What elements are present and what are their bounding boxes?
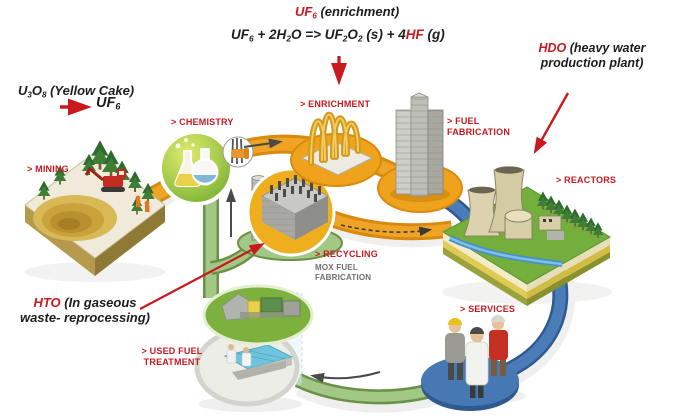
excavator-icon <box>84 166 150 212</box>
services-illustration <box>421 315 519 411</box>
used-fuel-treatment-illustration <box>194 284 314 407</box>
annotation-arrows <box>60 56 570 310</box>
label-recycling: > RECYCLING <box>315 249 378 259</box>
arrow-services-to-used-fuel <box>310 371 381 383</box>
fuel-plant-tower-icon <box>395 92 444 197</box>
fuel-fabrication-illustration <box>377 92 463 213</box>
arrow-chemistry-to-enrichment <box>243 138 283 149</box>
arrow-hdo-to-reactors <box>533 92 570 155</box>
green-path-services-to-used-fuel <box>294 373 439 405</box>
reactors-illustration <box>441 166 611 306</box>
fuel-rod-hand-icon <box>222 136 254 168</box>
arrow-hto-to-recycling <box>139 242 265 310</box>
label-services: > SERVICES <box>460 304 516 314</box>
label-chemistry: > CHEMISTRY <box>171 117 234 127</box>
mox-plant-icon <box>261 175 329 240</box>
treatment-buildings-icon <box>221 293 301 321</box>
workers-icon <box>445 315 508 398</box>
uf6-hydrolysis-equation: UF6 + 2H2O => UF2O2 (s) + 4HF (g) <box>231 27 445 44</box>
mining-illustration <box>24 140 166 276</box>
uf6-product-label: UF6 <box>96 95 121 112</box>
recycling-illustration <box>246 167 336 257</box>
centrifuge-pipes-icon <box>308 111 361 166</box>
arrow-mox-to-reactors-dashed <box>340 224 433 237</box>
orange-path-recycling-to-reactors <box>316 206 454 241</box>
flow-arrows <box>226 138 433 383</box>
enrichment-illustration <box>290 111 382 187</box>
label-reactors: > REACTORS <box>556 175 617 185</box>
hf-highlight: HF <box>405 27 424 42</box>
reactor-dome-icon <box>504 209 564 240</box>
label-mining: > MINING <box>27 164 69 174</box>
flasks-icon <box>174 138 219 187</box>
label-enrichment: > ENRICHMENT <box>300 99 371 109</box>
chemistry-illustration <box>158 130 254 206</box>
uf6-enrichment-title: UF6 (enrichment) <box>295 4 400 21</box>
yellowcake-annotation: U3O8 (Yellow Cake) <box>18 83 135 100</box>
spent-fuel-pool-icon <box>223 344 294 380</box>
